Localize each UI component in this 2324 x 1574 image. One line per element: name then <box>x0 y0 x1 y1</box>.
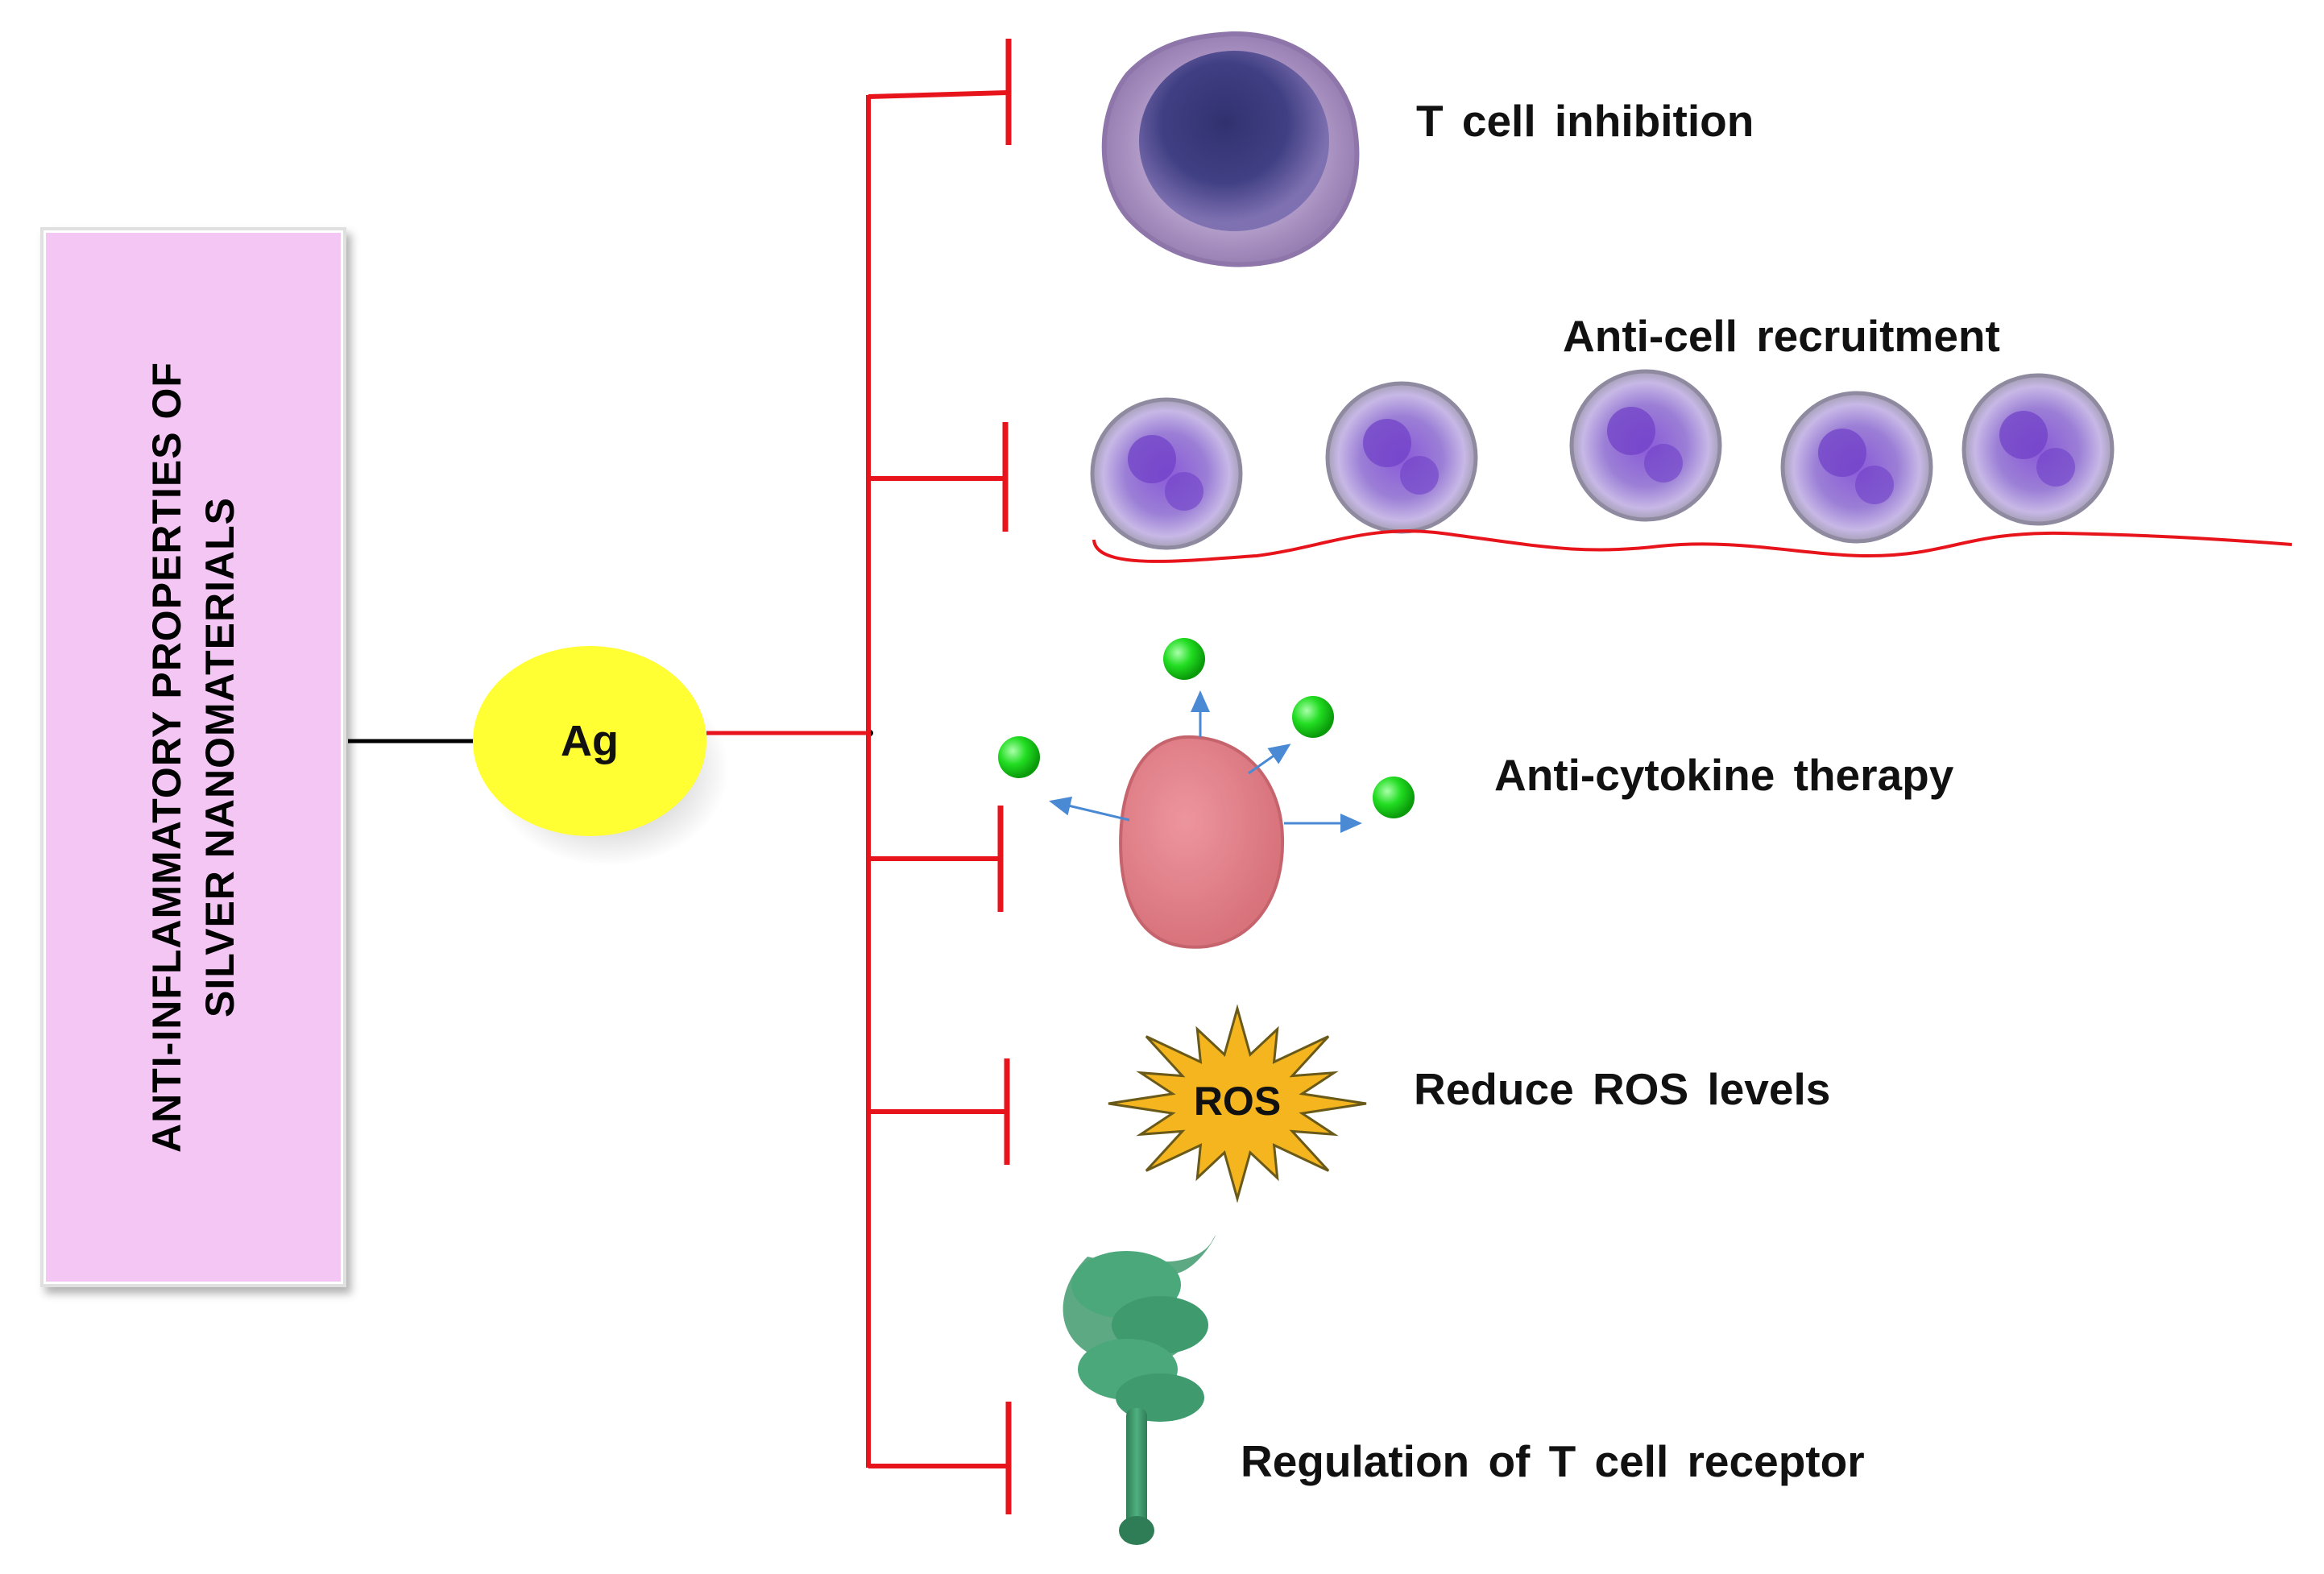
neutrophil-cell-1 <box>1090 397 1243 550</box>
cytokine-cell-icon <box>998 638 1415 949</box>
title-line-1: ANTI-INFLAMMATORY PROPERTIES OF <box>144 362 189 1153</box>
title-line-2: SILVER NANOMATERIALS <box>197 497 242 1017</box>
ros-label: ROS <box>1194 1079 1281 1124</box>
neutrophil-cell-5 <box>1962 373 2115 526</box>
branch-line-1 <box>868 90 1008 99</box>
neutrophil-cell-3 <box>1569 369 1722 522</box>
cell-row-icon <box>1090 369 2293 563</box>
cytokine-particle-4 <box>998 736 1040 778</box>
cytokine-particle-1 <box>1163 638 1205 680</box>
t-cell-icon <box>1101 31 1360 267</box>
label-anti-cytokine-therapy: Anti-cytokine therapy <box>1494 750 1954 800</box>
cytokine-particle-3 <box>1373 777 1415 818</box>
neutrophil-cell-2 <box>1325 381 1478 534</box>
ag-label: Ag <box>561 717 619 765</box>
label-anti-cell-recruitment: Anti-cell recruitment <box>1563 311 2000 361</box>
ag-hub <box>473 646 706 836</box>
receptor-protein-icon <box>1063 1235 1216 1545</box>
ros-burst-icon: ROS <box>1108 1004 1367 1203</box>
diagram-title: ANTI-INFLAMMATORY PROPERTIES OF SILVER N… <box>140 234 246 1281</box>
secretion-arrow-left <box>1049 796 1130 822</box>
neutrophil-cell-4 <box>1780 391 1933 544</box>
label-t-cell-inhibition: T cell inhibition <box>1416 96 1754 146</box>
vessel-wall-line <box>1092 529 2293 563</box>
label-regulation-tcr: Regulation of T cell receptor <box>1241 1436 1865 1486</box>
title-box: ANTI-INFLAMMATORY PROPERTIES OF SILVER N… <box>40 227 346 1287</box>
secretion-arrow-upright <box>1248 744 1291 775</box>
cytokine-particle-2 <box>1292 696 1334 738</box>
label-reduce-ros-levels: Reduce ROS levels <box>1414 1064 1831 1114</box>
